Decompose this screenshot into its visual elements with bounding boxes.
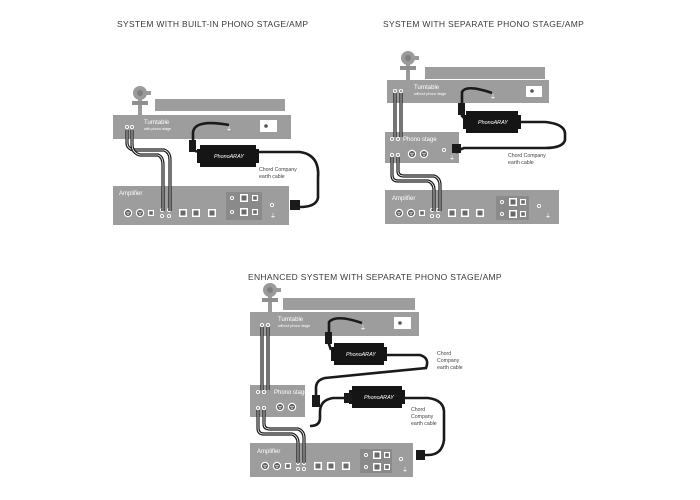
turntable-sublabel: without phono stage [278,324,310,328]
earth-cable-label-1: Chord Company [508,153,546,159]
phonoaray-box-2 [352,386,402,408]
earth-cable-4 [404,396,446,457]
svg-text:⏚: ⏚ [270,213,276,220]
amplifier-label: Amplifier [119,191,142,197]
turntable-platter [425,67,545,79]
amplifier-label: Amplifier [257,449,280,455]
svg-text:⏚: ⏚ [360,325,366,332]
phonoaray-box-1 [334,343,384,365]
earth-cable [460,86,493,119]
svg-text:⏚: ⏚ [449,155,455,162]
phonoaray-box [200,145,256,167]
earth-cable-label-2: earth cable [259,174,285,180]
phonoaray-label: PhonoARAY [214,154,244,160]
amplifier-label: Amplifier [392,196,415,202]
turntable-label: Turntable [278,317,304,323]
earth-cable-1-label-3: earth cable [437,365,463,371]
phonoaray-label-2: PhonoARAY [364,395,394,401]
earth-cable [191,121,230,154]
turntable-sublabel: without phono stage [414,92,446,96]
earth-cable-2-label-3: earth cable [411,421,437,427]
phonoaray-box [466,111,518,133]
phonoaray-label: PhonoARAY [478,120,508,126]
earth-cable-1-label-2: Company [437,358,460,364]
phonoaray-label-1: PhonoARAY [346,352,376,358]
turntable-unit [250,312,419,336]
title-enhanced: ENHANCED SYSTEM WITH SEPARATE PHONO STAG… [248,272,502,282]
turntable-unit [387,80,549,103]
svg-text:⏚: ⏚ [490,94,496,101]
amplifier-unit [385,190,559,224]
turntable-label: Turntable [144,120,170,126]
turntable-label: Turntable [414,85,440,91]
earth-cable-2-label-1: Chord [411,407,425,413]
earth-cable-2 [258,150,320,209]
turntable-badge [260,120,277,132]
phono-stage-label: Phono stage [403,137,437,143]
tonearm-icon [262,283,281,314]
phono-stage-label: Phono stage [274,390,308,396]
earth-cable-2-label-2: Company [411,414,434,420]
turntable-platter [283,298,415,310]
turntable-sublabel: with phono stage [144,127,171,131]
diagram-enhanced: Turntable without phono stage ⏚ Phono st… [250,283,463,477]
svg-text:⏚: ⏚ [545,213,551,220]
diagram-separate: Turntable without phono stage ⏚ Phono st… [385,51,567,224]
turntable-platter [155,99,285,111]
diagram-builtin: Turntable with phono stage ⏚ Amplifier ⏚… [113,86,320,225]
earth-symbol-icon: ⏚ [226,126,232,133]
earth-cable-2 [314,353,429,404]
earth-cable-1 [327,316,363,351]
tonearm-icon [400,51,419,82]
earth-cable-label-1: Chord Company [259,167,297,173]
title-separate: SYSTEM WITH SEPARATE PHONO STAGE/AMP [383,19,585,29]
tonearm-icon [132,86,151,117]
svg-text:⏚: ⏚ [402,467,408,474]
earth-cable-1-label-1: Chord [437,351,451,357]
title-builtin: SYSTEM WITH BUILT-IN PHONO STAGE/AMP [117,19,309,29]
earth-cable-3 [309,396,349,428]
earth-cable-label-2: earth cable [508,160,534,166]
